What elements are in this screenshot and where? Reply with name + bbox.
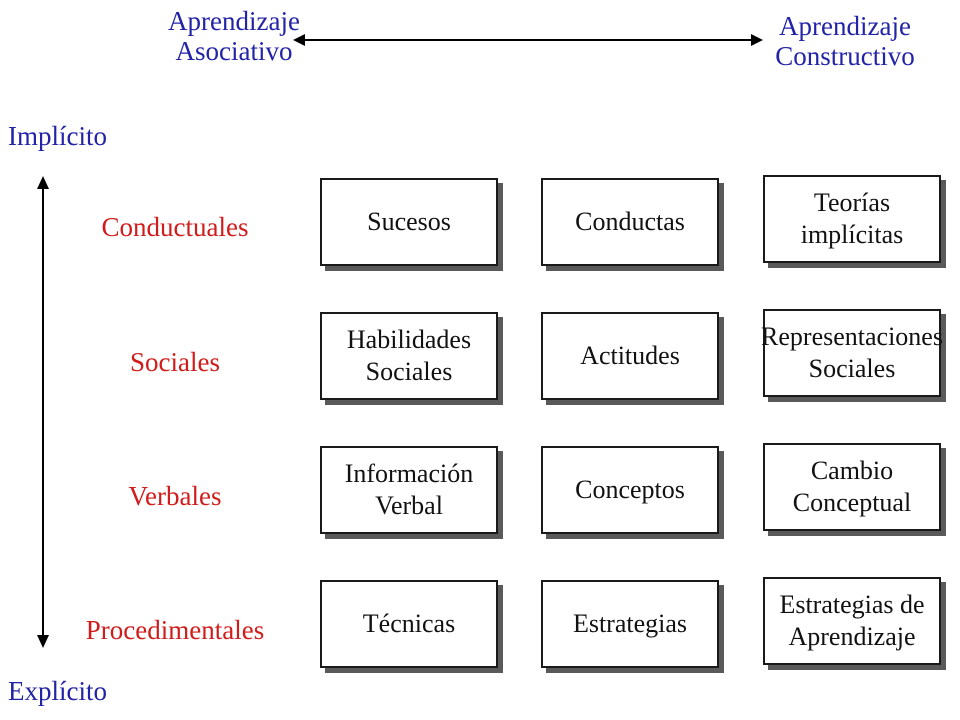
box-text: Cambio Conceptual bbox=[792, 456, 912, 517]
box-text: Técnicas bbox=[362, 609, 456, 638]
box-tecnicas: Técnicas bbox=[320, 580, 498, 668]
box-text: Estrategias bbox=[572, 609, 688, 638]
vertical-double-arrow bbox=[37, 176, 49, 648]
box-representaciones-sociales: Representaciones Sociales bbox=[761, 309, 943, 397]
constructive-learning-label: Aprendizaje Constructivo bbox=[775, 11, 915, 71]
box-estrategias-de-aprendizaje: Estrategias de Aprendizaje bbox=[763, 577, 941, 665]
box-text: Representaciones Sociales bbox=[761, 322, 943, 383]
box-text: Conductas bbox=[575, 207, 685, 236]
box-text: Información Verbal bbox=[344, 459, 474, 520]
box-teorias-implicitas: Teorías implícitas bbox=[763, 175, 941, 263]
box-text: Teorías implícitas bbox=[800, 188, 904, 249]
row-label-sociales: Sociales bbox=[130, 347, 220, 377]
horizontal-double-arrow bbox=[293, 34, 763, 46]
implicit-label: Implícito bbox=[8, 121, 107, 151]
row-label-procedimentales: Procedimentales bbox=[85, 615, 265, 645]
box-sucesos: Sucesos bbox=[320, 178, 498, 266]
box-text: Habilidades Sociales bbox=[346, 325, 472, 386]
explicit-label: Explícito bbox=[8, 676, 107, 706]
box-estrategias: Estrategias bbox=[541, 580, 719, 668]
box-cambio-conceptual: Cambio Conceptual bbox=[763, 443, 941, 531]
associative-learning-label: Aprendizaje Asociativo bbox=[168, 6, 300, 66]
box-text: Conceptos bbox=[575, 475, 685, 504]
row-label-conductuales: Conductuales bbox=[101, 212, 249, 242]
box-habilidades-sociales: Habilidades Sociales bbox=[320, 312, 498, 400]
box-informacion-verbal: Información Verbal bbox=[320, 446, 498, 534]
row-label-verbales: Verbales bbox=[128, 481, 222, 511]
box-conductas: Conductas bbox=[541, 178, 719, 266]
box-text: Sucesos bbox=[367, 207, 451, 236]
box-text: Actitudes bbox=[580, 341, 680, 370]
box-actitudes: Actitudes bbox=[541, 312, 719, 400]
box-conceptos: Conceptos bbox=[541, 446, 719, 534]
box-text: Estrategias de Aprendizaje bbox=[779, 590, 925, 651]
